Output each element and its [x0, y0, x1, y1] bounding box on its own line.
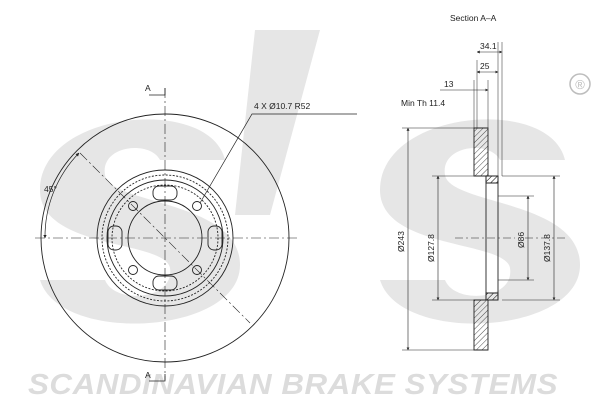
- hub-ring-4: [111, 184, 219, 292]
- bolt-hole-top-left: [128, 201, 138, 211]
- section-view: [402, 42, 565, 351]
- logo-stroke-s-left: [40, 119, 240, 324]
- sbs-logo-watermark: ® SCANDINAVIAN BRAKE SYSTEMS: [28, 30, 591, 400]
- dim-center-bore: Ø86: [516, 232, 526, 248]
- registered-mark: ®: [575, 77, 585, 92]
- hub-ring-2: [101, 174, 229, 302]
- registered-circle: [569, 73, 591, 95]
- dim-disc-thickness: 13: [444, 79, 454, 89]
- angle-arc: [43, 152, 80, 239]
- watermark-tagline: SCANDINAVIAN BRAKE SYSTEMS: [28, 369, 558, 400]
- bolt-hole-bottom-left: [128, 265, 138, 275]
- section-arrow-bottom: [149, 374, 166, 382]
- section-marker-top: A: [145, 83, 151, 93]
- bore-tab-left: [107, 225, 123, 251]
- hub-hatch-band: [485, 175, 499, 184]
- section-marker-bottom: A: [145, 370, 151, 380]
- dim-total-width: 34.1: [480, 41, 497, 51]
- section-view-labels: Section A–A 34.1 25 13 Min Th 11.4 Ø243 …: [396, 13, 552, 262]
- bolt-hole-top-right: [192, 201, 202, 211]
- bore-tab-bottom: [152, 275, 178, 291]
- angle-label: 45°: [44, 184, 57, 194]
- disc-outer-edge: [40, 113, 290, 363]
- hub-ring-3: [106, 179, 224, 297]
- bore-tab-right: [207, 225, 223, 251]
- bore-tab-top: [152, 185, 178, 201]
- dim-hub-diameter: Ø137.8: [542, 234, 552, 262]
- section-title: Section A–A: [450, 13, 497, 23]
- logo-stroke-s-right: [380, 119, 580, 324]
- section-arrow-top: [149, 88, 166, 96]
- min-thickness: Min Th 11.4: [401, 98, 445, 108]
- dim-hub-height: 25: [480, 61, 490, 71]
- diagonal-centerline: [79, 152, 251, 324]
- bolt-hole-bottom-right: [192, 265, 202, 275]
- dim-friction-inner: Ø127.8: [426, 234, 436, 262]
- center-bore: [127, 200, 203, 276]
- hole-callout-label: 4 X Ø10.7 R52: [254, 101, 311, 111]
- hole-callout-leader: [199, 113, 357, 204]
- front-view: [35, 88, 357, 382]
- logo-stroke-b: [235, 30, 320, 215]
- dim-outer-diameter: Ø243: [396, 231, 406, 252]
- hub-outer-ring: [96, 169, 234, 307]
- front-view-labels: A A 45° 4 X Ø10.7 R52: [44, 83, 311, 380]
- hub-hatch-band-lower: [485, 292, 499, 301]
